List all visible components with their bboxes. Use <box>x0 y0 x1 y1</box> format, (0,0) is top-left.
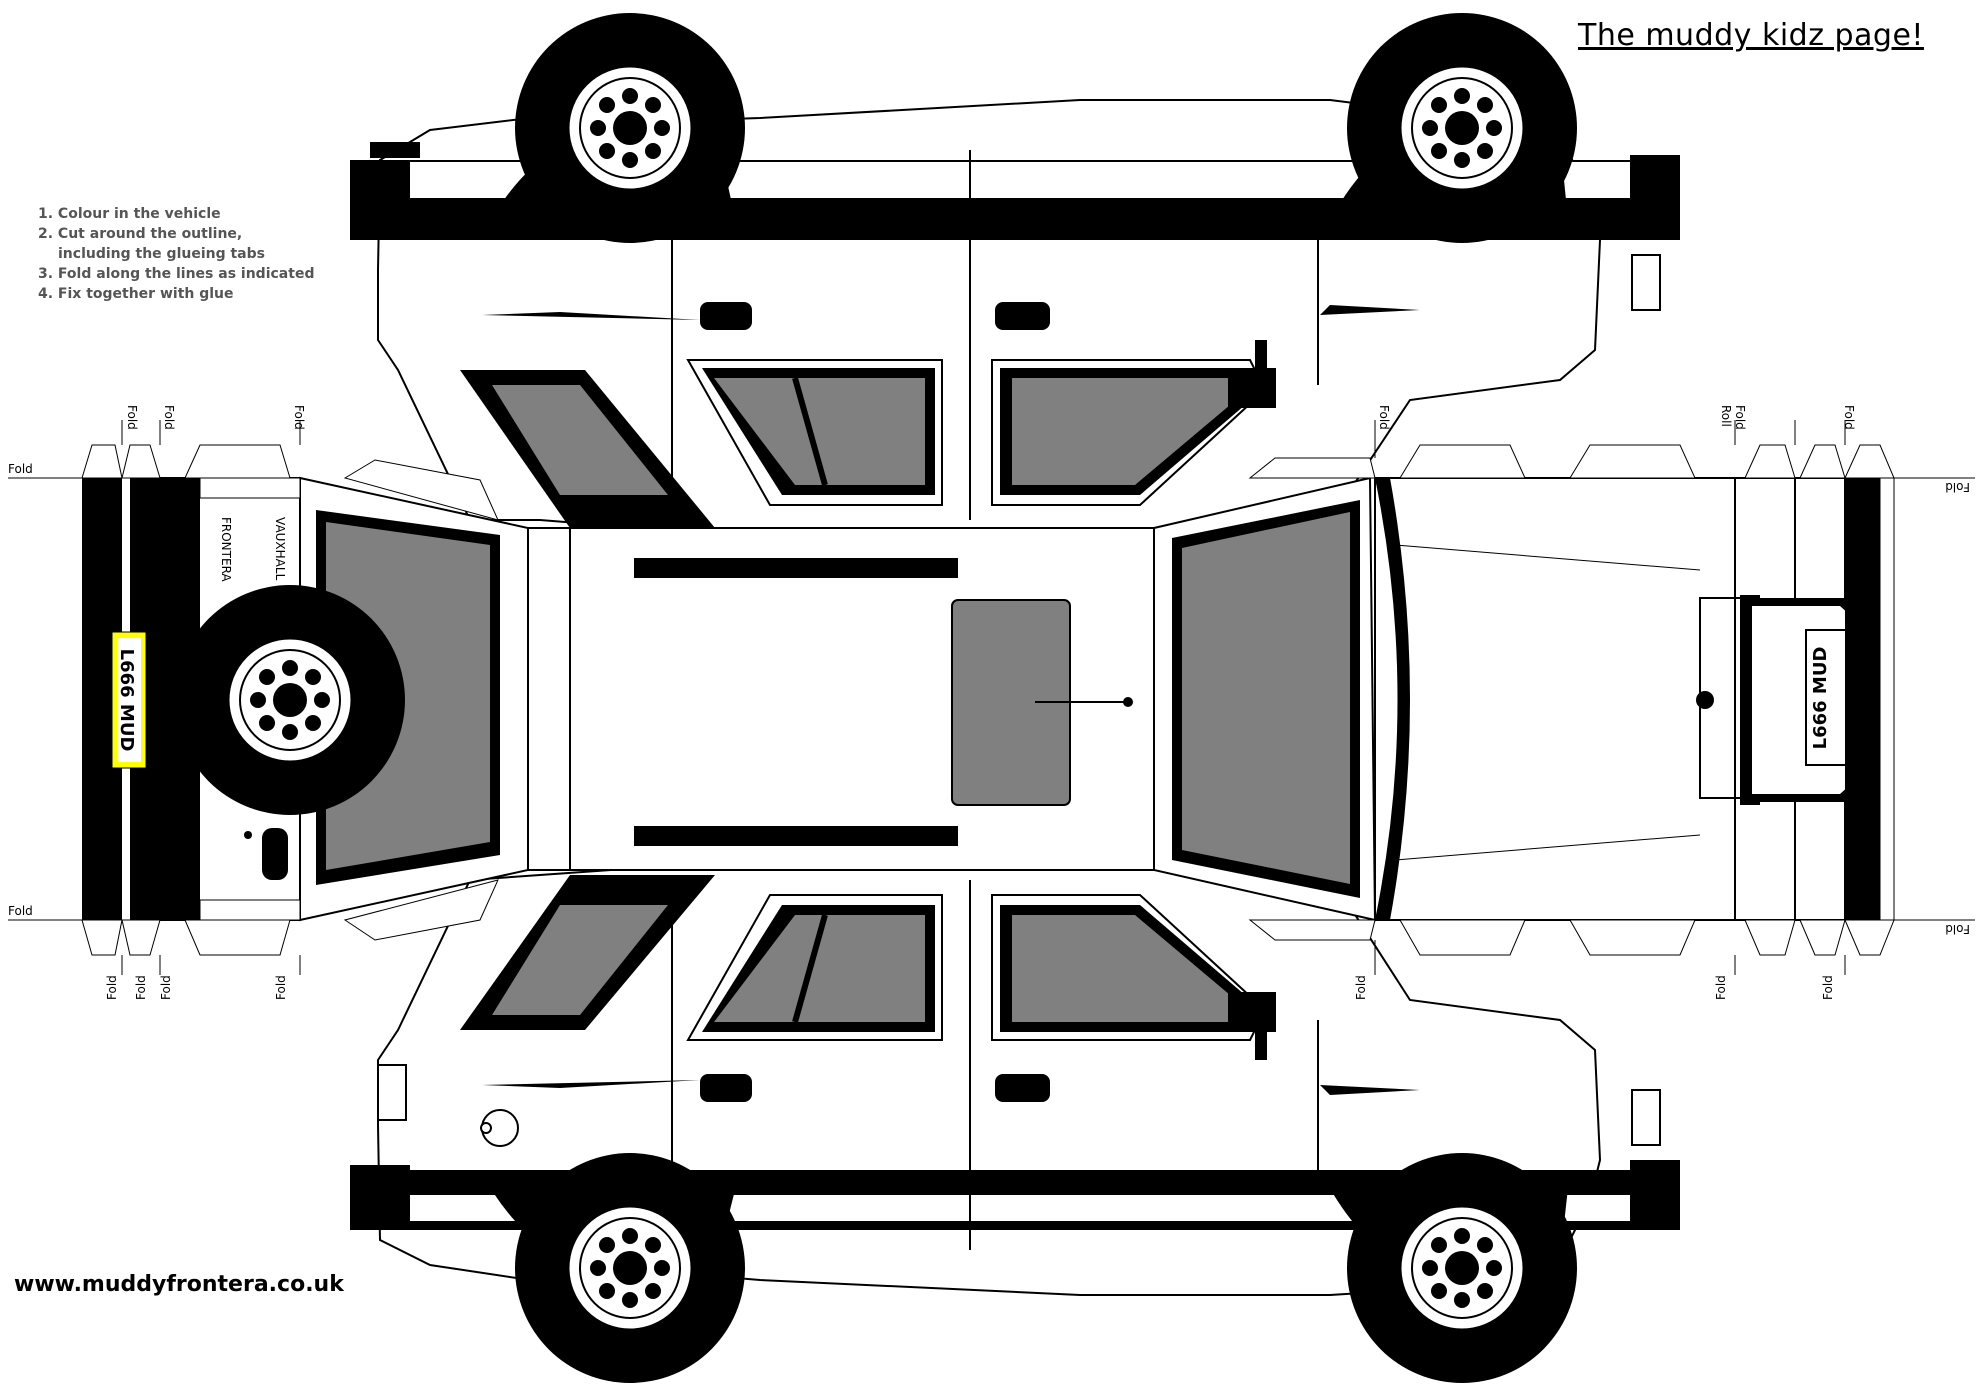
fold-label: Fold <box>1945 922 1970 936</box>
fold-label: Fold <box>274 975 288 1000</box>
fold-label: Fold <box>134 975 148 1000</box>
bonnet-panel <box>1374 477 1736 921</box>
fold-guides <box>8 420 1975 975</box>
bottom-rear-door-handle <box>700 1074 752 1102</box>
rear-number-plate: L666 MUD <box>116 649 137 752</box>
fold-label: Fold <box>1354 975 1368 1000</box>
roof-rail-top <box>634 558 958 578</box>
top-mirror <box>1228 368 1276 408</box>
roof-panel <box>528 527 1196 871</box>
front-grille-panel: L666 MUD <box>1696 477 1895 921</box>
fold-label: Fold <box>8 462 33 476</box>
rear-bumper-panel: L666 MUD <box>82 478 160 920</box>
instruction-step-3: 3. Fold along the lines as indicated <box>38 266 315 282</box>
top-rear-wheel <box>513 11 747 245</box>
badge-model: FRONTERA <box>219 517 233 582</box>
fold-label: Fold <box>1714 975 1728 1000</box>
fold-label: Fold <box>1733 405 1747 430</box>
fold-label: Fold <box>1945 480 1970 494</box>
fold-label: Fold <box>162 405 176 430</box>
instruction-step-1: 1. Colour in the vehicle <box>38 206 221 222</box>
bottom-mirror <box>1228 992 1276 1032</box>
instructions-list: 1. Colour in the vehicle 2. Cut around t… <box>38 204 314 304</box>
fold-label: Fold <box>1821 975 1835 1000</box>
front-badge <box>1696 691 1714 709</box>
rear-screen-panel <box>299 476 529 922</box>
instruction-step-2: 2. Cut around the outline, <box>38 226 243 242</box>
bottom-front-wheel <box>1345 1151 1579 1385</box>
website-url: www.muddyfrontera.co.uk <box>14 1272 344 1297</box>
top-front-door-handle <box>995 302 1050 330</box>
fold-label: Fold <box>105 975 119 1000</box>
bottom-rear-wheel <box>513 1151 747 1385</box>
badge-make: VAUXHALL <box>273 517 287 581</box>
top-front-wheel <box>1345 11 1579 245</box>
tailgate-handle <box>262 828 288 880</box>
fold-label: Fold <box>8 904 33 918</box>
fold-label: Fold <box>125 405 139 430</box>
fold-label: Fold <box>292 405 306 430</box>
instruction-step-2-cont: including the glueing tabs <box>58 246 265 262</box>
bottom-front-door-handle <box>995 1074 1050 1102</box>
front-number-plate: L666 MUD <box>1810 647 1831 750</box>
roof-rail-bottom <box>634 826 958 846</box>
fold-label: Fold <box>1377 405 1391 430</box>
windscreen-panel <box>1153 476 1377 922</box>
page-title: The muddy kidz page! <box>1578 18 1924 53</box>
windscreen <box>1182 512 1350 884</box>
instruction-step-4: 4. Fix together with glue <box>38 286 234 302</box>
glue-tabs <box>81 444 1895 956</box>
fold-label: Fold <box>159 975 173 1000</box>
fold-label: Fold <box>1842 405 1856 430</box>
spare-wheel <box>173 583 407 817</box>
roll-label: Roll <box>1719 405 1733 427</box>
top-rear-door-handle <box>700 302 752 330</box>
fold-labels: Fold Fold Fold Fold Fold Fold Fold Fold … <box>8 405 1970 1000</box>
